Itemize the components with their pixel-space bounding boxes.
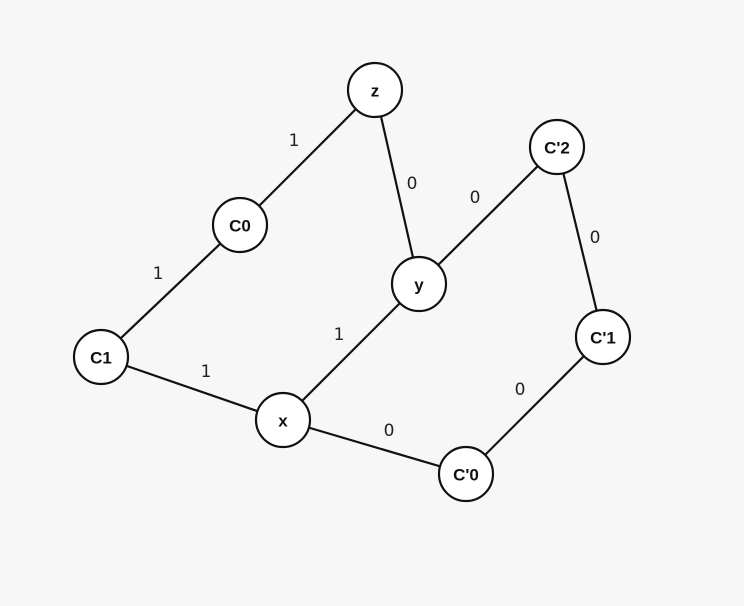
node-c0: C0 <box>211 196 269 254</box>
edge-label-z-y: 0 <box>407 174 418 194</box>
node-circle-cp2 <box>528 118 586 176</box>
node-circle-z <box>346 61 404 119</box>
edge-z-c0 <box>239 89 376 226</box>
edge-c1-x <box>100 355 284 422</box>
edge-cp2-cp1 <box>555 146 605 338</box>
node-label-cp0: C'0 <box>453 466 479 485</box>
node-label-y: y <box>414 276 424 295</box>
node-label-cp2: C'2 <box>544 139 570 158</box>
edge-label-cp1-cp0: 0 <box>515 380 526 400</box>
edge-c0-c1 <box>100 224 241 358</box>
node-x: x <box>254 391 312 449</box>
node-c1: C1 <box>72 328 130 386</box>
edges-layer <box>100 89 605 476</box>
node-circle-c1 <box>72 328 130 386</box>
edge-z-y <box>373 89 421 285</box>
edge-label-cp2-cp1: 0 <box>590 228 601 248</box>
node-label-c0: C0 <box>229 217 251 236</box>
node-circle-cp0 <box>437 445 495 503</box>
node-label-cp1: C'1 <box>590 329 616 348</box>
node-label-x: x <box>278 412 288 431</box>
node-cp1: C'1 <box>574 308 632 366</box>
edge-y-cp2 <box>418 146 558 285</box>
node-circle-c0 <box>211 196 269 254</box>
edge-label-c0-c1: 1 <box>153 264 164 284</box>
node-cp0: C'0 <box>437 445 495 503</box>
edge-label-z-c0: 1 <box>289 131 300 151</box>
node-cp2: C'2 <box>528 118 586 176</box>
edge-label-y-cp2: 0 <box>470 188 481 208</box>
node-label-z: z <box>371 82 380 101</box>
edge-label-x-y: 1 <box>334 325 345 345</box>
edge-label-x-cp0: 0 <box>384 421 395 441</box>
edge-label-c1-x: 1 <box>201 362 212 382</box>
node-y: y <box>390 255 448 313</box>
node-circle-x <box>254 391 312 449</box>
edge-x-cp0 <box>282 418 467 476</box>
node-z: z <box>346 61 404 119</box>
edge-labels-layer: 1 0 1 1 1 0 0 0 0 <box>153 131 601 441</box>
node-circle-y <box>390 255 448 313</box>
edge-x-y <box>282 283 420 421</box>
node-label-c1: C1 <box>90 349 112 368</box>
edge-cp1-cp0 <box>465 336 604 475</box>
node-circle-cp1 <box>574 308 632 366</box>
